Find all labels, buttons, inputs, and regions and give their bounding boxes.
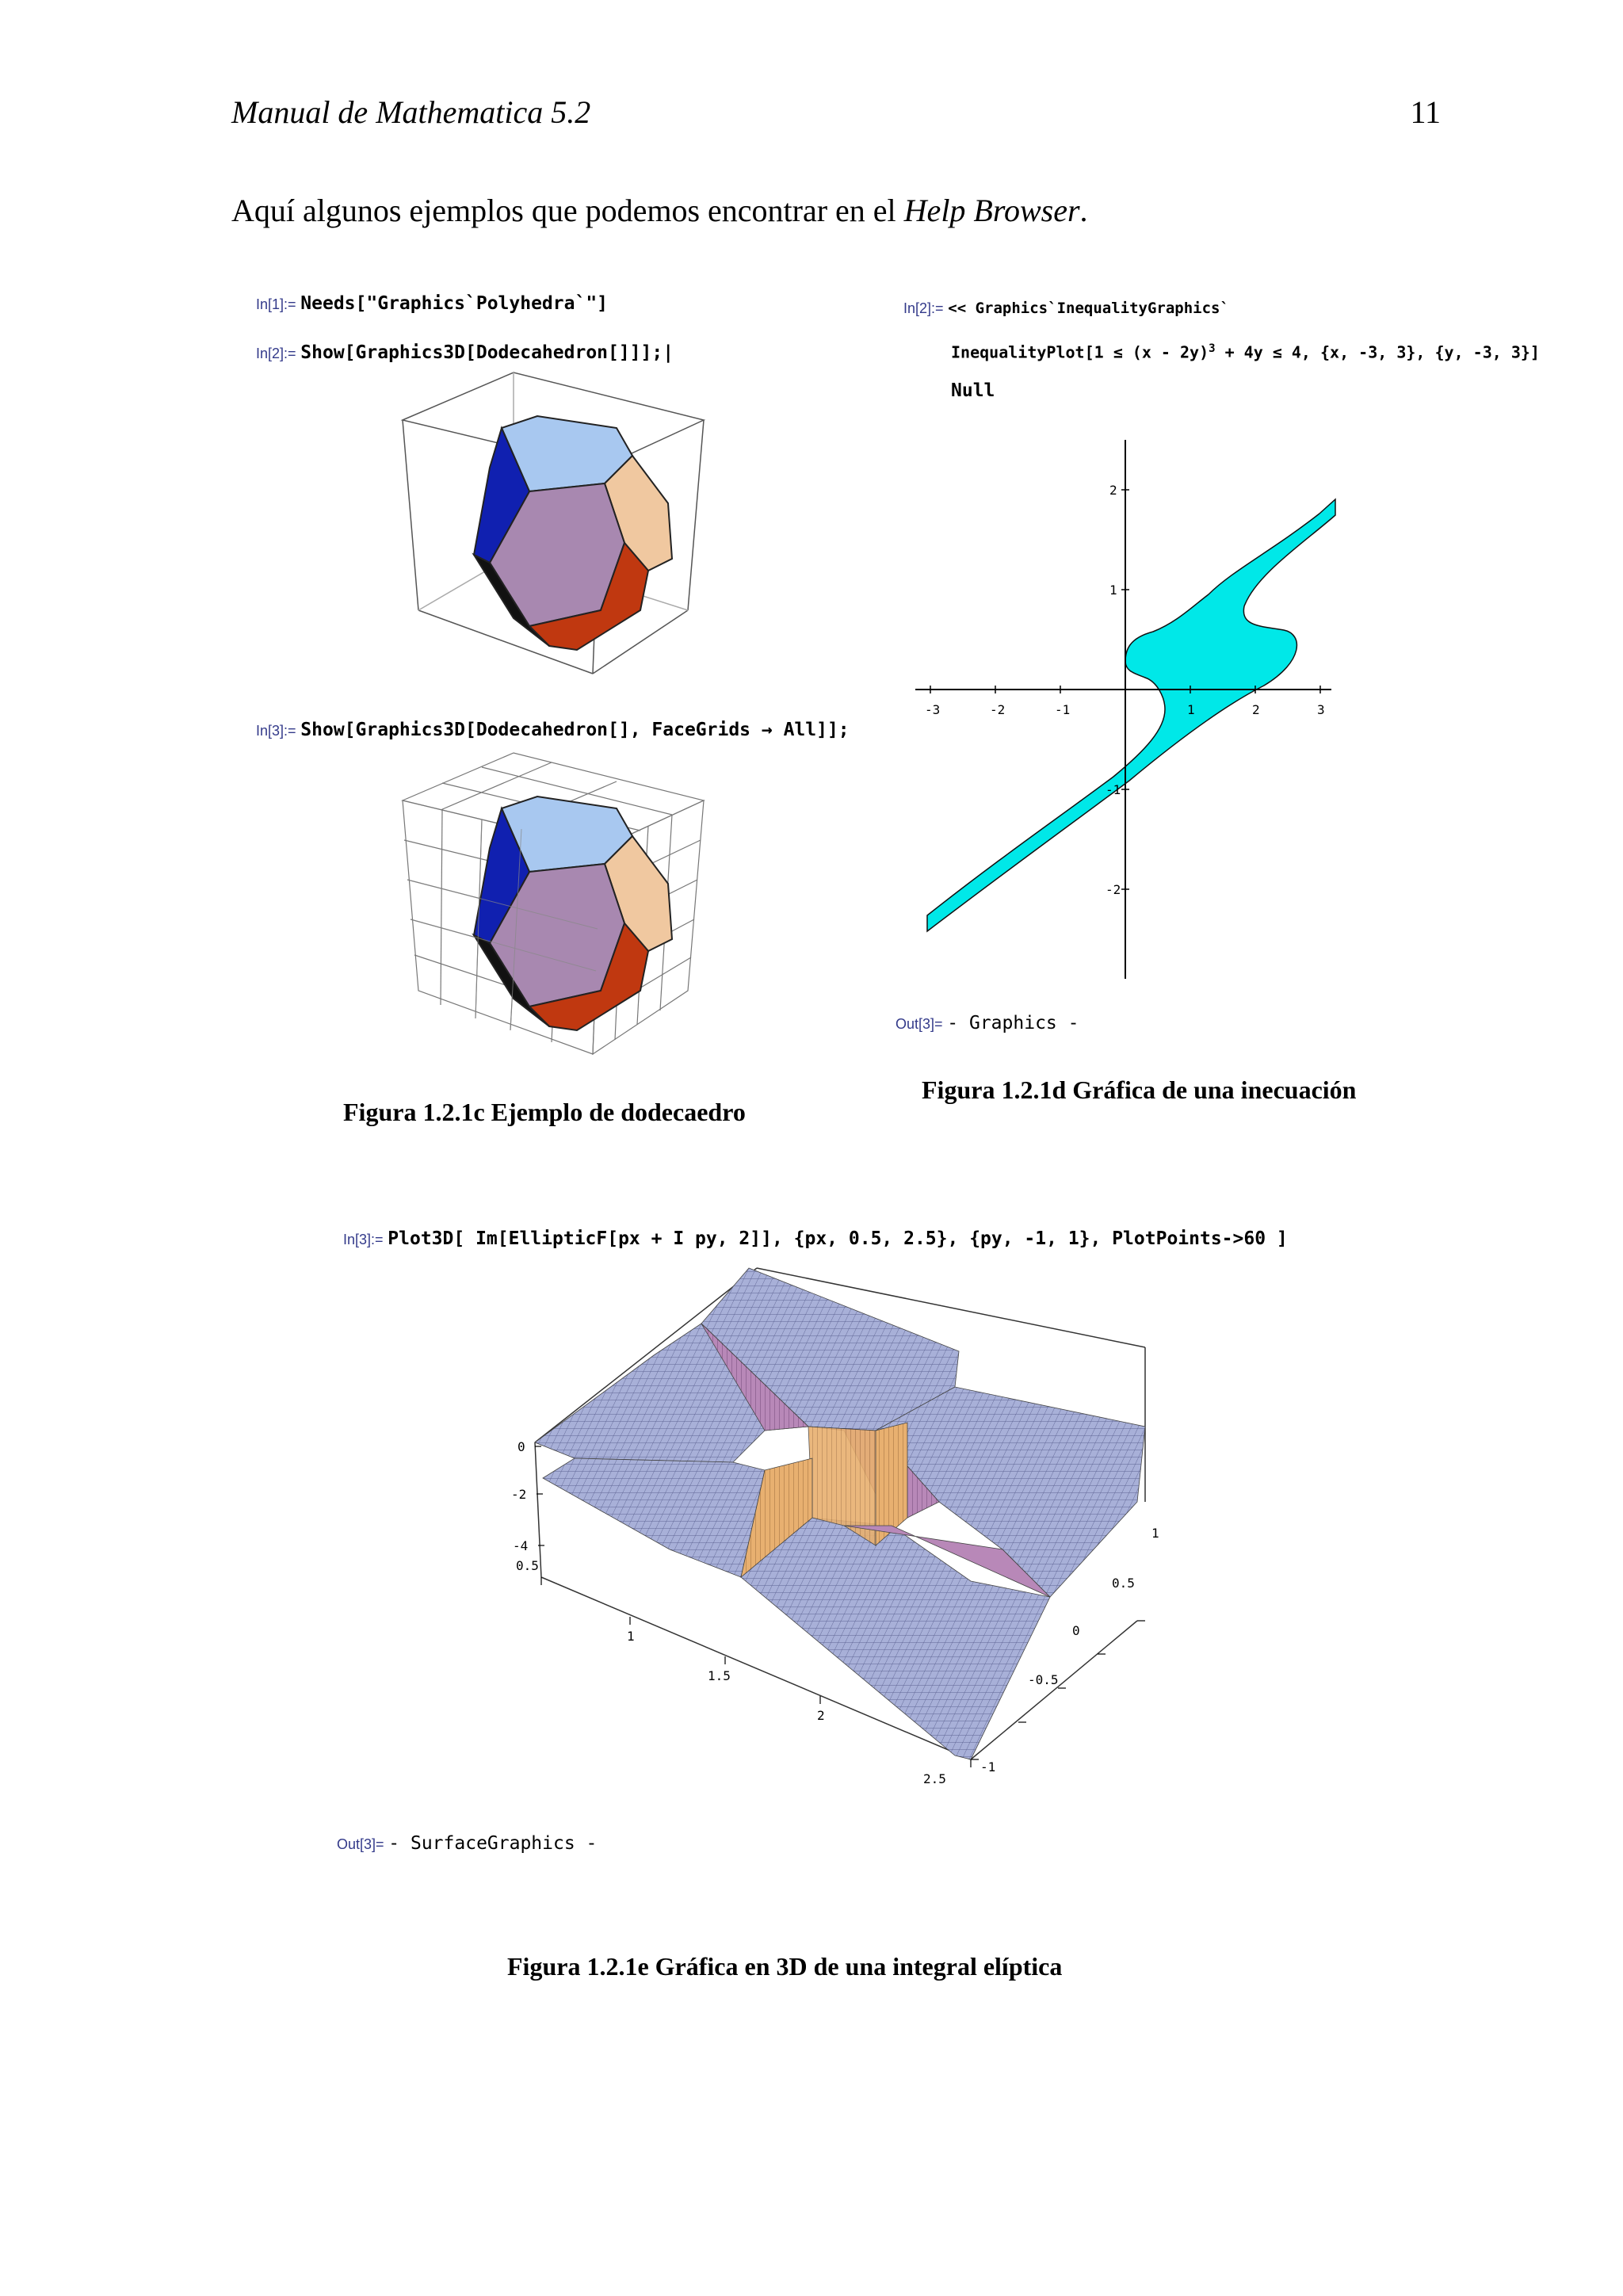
- face-grid-overlay: [407, 819, 598, 1031]
- x-tick-label: 1: [627, 1629, 635, 1644]
- inequality-region: [926, 498, 1336, 933]
- x-tick-label: -1: [1055, 702, 1070, 717]
- output-line: Out[3]= - SurfaceGraphics -: [337, 1833, 597, 1854]
- figure-inequality-panel: In[2]:= << Graphics`InequalityGraphics` …: [892, 285, 1540, 1054]
- z-tick-label: 0: [517, 1439, 525, 1454]
- input-prompt: In[2]:=: [256, 346, 296, 361]
- y-tick-label: -1: [1106, 782, 1121, 797]
- y-tick-label: 1: [1151, 1526, 1159, 1541]
- x-tick-label: 2: [817, 1708, 825, 1723]
- input-code: Needs["Graphics`Polyhedra`"]: [300, 293, 609, 314]
- intro-paragraph: Aquí algunos ejemplos que podemos encont…: [231, 192, 1088, 229]
- inequality-plot-code: InequalityPlot[1 ≤ (x - 2y)3 + 4y ≤ 4, {…: [951, 342, 1540, 363]
- plot-box: [534, 1267, 1146, 1760]
- intro-end: .: [1079, 193, 1088, 228]
- input-prompt: In[2]:=: [903, 300, 944, 316]
- input-line-2: In[2]:= << Graphics`InequalityGraphics`: [903, 297, 1229, 318]
- y-tick-label: 0.5: [1112, 1576, 1135, 1591]
- output-prompt: Out[3]=: [896, 1016, 943, 1032]
- intro-text: Aquí algunos ejemplos que podemos encont…: [231, 193, 904, 228]
- x-tick-label: 0.5: [516, 1558, 539, 1573]
- figure-caption-d: Figura 1.2.1d Gráfica de una inecuación: [922, 1075, 1357, 1104]
- null-output: Null: [951, 380, 995, 401]
- dodecahedron-faces: [472, 795, 674, 1032]
- y-tick-label: 2: [1109, 483, 1117, 498]
- input-code: Show[Graphics3D[Dodecahedron[]]];: [300, 342, 663, 363]
- surface-plot: 0 -2 -4 0.5 1 1.5 2 2.5 1 0.5 0 -0.5 -1: [511, 1267, 1159, 1786]
- input-prompt: In[3]:=: [343, 1232, 384, 1247]
- page-number: 11: [1410, 94, 1441, 130]
- x-tick-label: -3: [925, 702, 940, 717]
- running-header: Manual de Mathematica 5.2: [231, 94, 591, 130]
- output-line: Out[3]= - Graphics -: [896, 1013, 1079, 1033]
- input-code: Plot3D[ Im[EllipticF[px + I py, 2]], {px…: [388, 1228, 1288, 1249]
- y-tick-label: -0.5: [1028, 1672, 1059, 1687]
- x-tick-label: 3: [1317, 702, 1325, 717]
- text-cursor: |: [663, 342, 674, 363]
- input-prompt: In[1]:=: [256, 296, 296, 312]
- figure-caption-e: Figura 1.2.1e Gráfica en 3D de una integ…: [507, 1952, 1063, 1981]
- input-line-2: In[2]:= Show[Graphics3D[Dodecahedron[]]]…: [256, 342, 674, 363]
- figure-caption-c: Figura 1.2.1c Ejemplo de dodecaedro: [343, 1098, 746, 1126]
- input-line: In[3]:= Plot3D[ Im[EllipticF[px + I py, …: [343, 1228, 1288, 1249]
- input-line-3: In[3]:= Show[Graphics3D[Dodecahedron[], …: [256, 720, 850, 740]
- input-line-1: In[1]:= Needs["Graphics`Polyhedra`"]: [256, 293, 608, 314]
- surface-patches: [534, 1267, 1146, 1760]
- input-code: << Graphics`InequalityGraphics`: [948, 300, 1229, 317]
- figure-dodecahedron-panel: In[1]:= Needs["Graphics`Polyhedra`"] In[…: [252, 285, 878, 1066]
- dodecahedron-faces: [472, 415, 674, 651]
- input-prompt: In[3]:=: [256, 723, 296, 739]
- code-head: InequalityPlot[1 ≤ (x - 2y): [951, 342, 1209, 362]
- x-tick-label: 2: [1252, 702, 1260, 717]
- output-text: - Graphics -: [947, 1013, 1079, 1033]
- x-tick-label: -2: [990, 702, 1005, 717]
- axis-ticks: [930, 489, 1321, 890]
- output-prompt: Out[3]=: [337, 1836, 384, 1852]
- y-tick-label: 1: [1109, 583, 1117, 598]
- plot-axes: [915, 440, 1331, 979]
- z-tick-label: -4: [513, 1538, 528, 1553]
- dodecahedron-graphic: [400, 372, 706, 674]
- y-tick-label: -2: [1106, 882, 1121, 897]
- code-tail: + 4y ≤ 4, {x, -3, 3}, {y, -3, 3}]: [1215, 342, 1540, 362]
- x-tick-label: 2.5: [923, 1771, 946, 1786]
- y-tick-label: 0: [1072, 1623, 1080, 1638]
- y-tick-label: -1: [980, 1759, 995, 1775]
- intro-italic: Help Browser: [903, 193, 1080, 228]
- code-exponent: 3: [1209, 342, 1216, 355]
- surface-axis-ticks: [535, 1446, 1145, 1767]
- input-code: Show[Graphics3D[Dodecahedron[], FaceGrid…: [300, 720, 850, 740]
- z-tick-label: -2: [511, 1487, 526, 1502]
- x-tick-label: 1: [1187, 702, 1195, 717]
- x-tick-label: 1.5: [708, 1668, 731, 1683]
- output-text: - SurfaceGraphics -: [388, 1833, 598, 1854]
- dodecahedron-facegrids-graphic: [401, 752, 705, 1056]
- inequality-plot: -3 -2 -1 1 2 3 2 1 -1 -2: [915, 440, 1336, 979]
- figure-surface-panel: In[3]:= Plot3D[ Im[EllipticF[px + I py, …: [337, 1217, 1335, 1874]
